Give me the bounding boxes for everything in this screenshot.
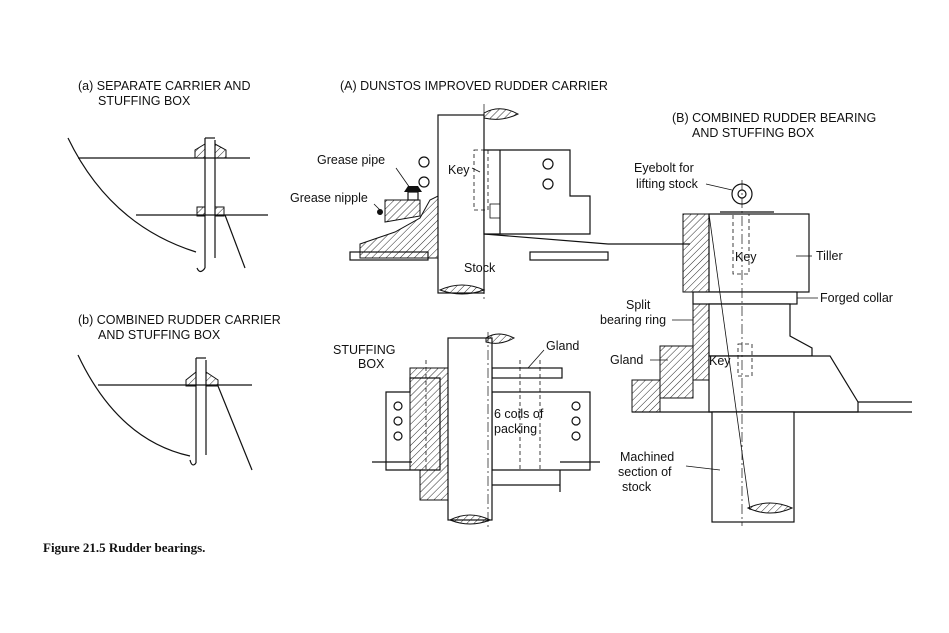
machined-label-line3: stock: [622, 480, 652, 494]
carrier-b-left: [185, 370, 197, 387]
eyebolt-label-line1: Eyebolt for: [634, 161, 694, 175]
split-bearing-ring-section: [692, 303, 710, 381]
panel-B-title-line2: AND STUFFING BOX: [692, 126, 815, 140]
bolt-hole-A-1: [542, 158, 554, 170]
key-B-lower: [737, 343, 753, 377]
coils-label-line2: packing: [494, 422, 537, 436]
stuffing-packing-left: [409, 367, 449, 501]
grease-block-A: [384, 199, 421, 223]
stuffing-box-title-line2: BOX: [358, 357, 385, 371]
key-A-label: Key: [448, 163, 470, 177]
hull-curve-a: [67, 137, 197, 253]
stuffing-body-B: [708, 355, 859, 413]
panel-A-dunstos-carrier: (A) DUNSTOS IMPROVED RUDDER CARRIER: [290, 79, 690, 300]
carrier-a-left: [194, 143, 206, 159]
bolt-hole-A-4: [418, 176, 430, 188]
hull-curve-b: [77, 354, 191, 457]
panel-b-title-line2: AND STUFFING BOX: [98, 328, 221, 342]
grease-nipple-icon: [377, 209, 383, 215]
panel-b-title-line1: (b) COMBINED RUDDER CARRIER: [78, 313, 281, 327]
eyebolt-label-line2: lifting stock: [636, 177, 699, 191]
panel-a-separate-carrier: (a) SEPARATE CARRIER AND STUFFING BOX: [67, 79, 268, 273]
stuffing-box-a-right: [214, 206, 225, 217]
grease-pipe-head-A: [404, 186, 422, 192]
stock-top-section-sb: [485, 333, 516, 344]
key-B-upper: [732, 213, 750, 275]
panel-B-title-line1: (B) COMBINED RUDDER BEARING: [672, 111, 876, 125]
sb-hole-2: [393, 416, 403, 426]
tiller-block: [708, 213, 810, 293]
machined-label-line2: section of: [618, 465, 672, 479]
sb-hole-4: [571, 401, 581, 411]
panel-a-title-line2: STUFFING BOX: [98, 94, 191, 108]
panel-a-title-line1: (a) SEPARATE CARRIER AND: [78, 79, 251, 93]
key-B-upper-label: Key: [735, 250, 757, 264]
gland-B-label: Gland: [610, 353, 643, 367]
machined-taper-line: [708, 213, 751, 511]
bolt-hole-A-2: [542, 178, 554, 190]
stock-top-section-A: [483, 108, 520, 120]
panel-b-combined-carrier: (b) COMBINED RUDDER CARRIER AND STUFFING…: [77, 313, 281, 471]
key-A: [473, 149, 489, 211]
stock-bottom-section-B: [746, 502, 794, 514]
gland-sb-label: Gland: [546, 339, 579, 353]
split-bearing-label-line2: bearing ring: [600, 313, 666, 327]
stock-stuffing-box: [447, 337, 493, 521]
grease-pipe-label: Grease pipe: [317, 153, 385, 167]
stock-bottom-section-sb: [448, 514, 492, 525]
base-plate-A-right: [529, 251, 609, 261]
forged-collar-label: Forged collar: [820, 291, 893, 305]
carrier-body-A: [359, 195, 439, 259]
key-B-lower-label: Key: [709, 354, 731, 368]
sb-hole-3: [393, 431, 403, 441]
skeg-line-a: [224, 214, 246, 269]
carrier-a-right: [214, 143, 227, 159]
stuffing-box-a-left: [196, 206, 206, 217]
rudder-stock-a-end: [196, 267, 206, 273]
carrier-b-right: [205, 371, 219, 387]
panel-stuffing-box: STUFFING BOX Gland 6 coils of packing: [333, 332, 600, 528]
figure-caption: Figure 21.5 Rudder bearings.: [43, 540, 205, 555]
sb-hole-1: [393, 401, 403, 411]
panel-A-title: (A) DUNSTOS IMPROVED RUDDER CARRIER: [340, 79, 608, 93]
stuffing-box-title-line1: STUFFING: [333, 343, 396, 357]
grease-nipple-label: Grease nipple: [290, 191, 368, 205]
gland-section-B: [659, 345, 694, 399]
grease-pipe-fitting-A: [407, 191, 419, 201]
stock-A-label: Stock: [464, 261, 496, 275]
coils-label-line1: 6 coils of: [494, 407, 544, 421]
bearing-housing-B: [708, 303, 813, 357]
panel-B-combined-bearing: (B) COMBINED RUDDER BEARING AND STUFFING…: [600, 111, 912, 526]
machined-label-line1: Machined: [620, 450, 674, 464]
forged-collar: [692, 291, 798, 305]
skeg-line-b: [217, 385, 253, 471]
split-bearing-label-line1: Split: [626, 298, 651, 312]
sb-hole-6: [571, 431, 581, 441]
bolt-hole-A-3: [418, 156, 430, 168]
sb-hole-5: [571, 416, 581, 426]
tiller-label: Tiller: [816, 249, 843, 263]
tiller-left-section: [682, 213, 710, 293]
gland-flange-sb: [491, 367, 563, 379]
base-ring-B: [631, 379, 661, 413]
